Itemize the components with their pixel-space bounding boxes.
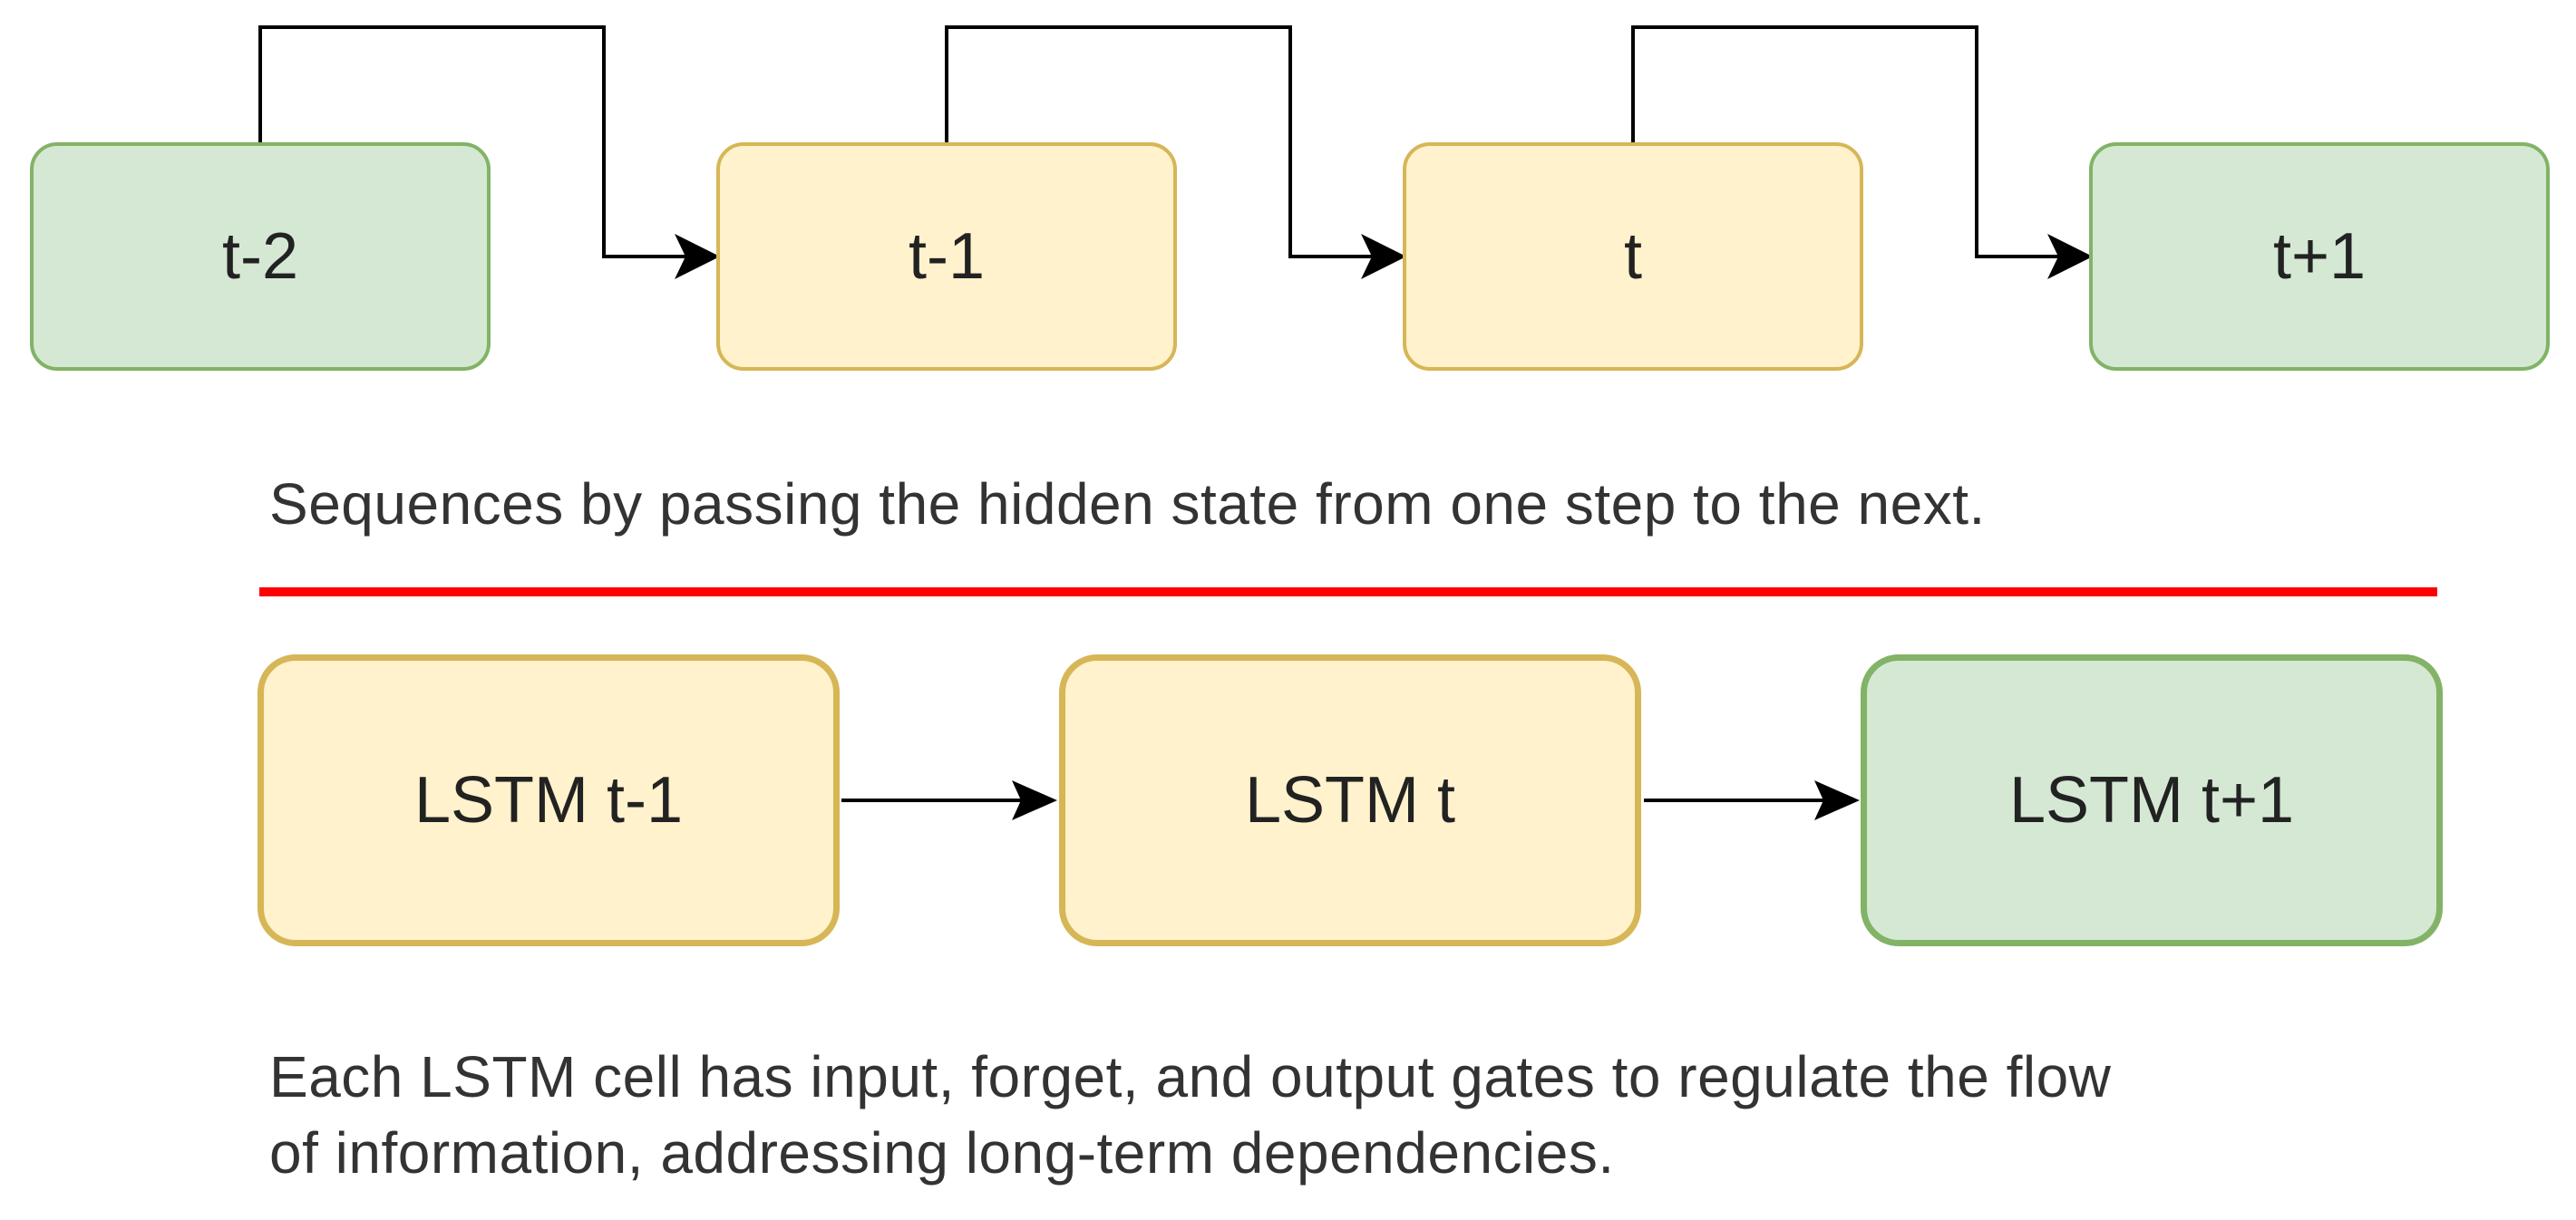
lstm-caption-line-2: of information, addressing long-term dep…	[269, 1120, 1615, 1186]
connector-t-1-to-t	[945, 25, 1399, 258]
lstm-cell-t+1: LSTM t+1	[1861, 654, 2443, 946]
step-label: t-2	[221, 220, 299, 293]
lstm-cell-label: LSTM t+1	[2008, 764, 2295, 837]
lstm-cell-label: LSTM t	[1244, 764, 1456, 837]
lstm-cell-label: LSTM t-1	[413, 764, 684, 837]
connector-t-to-t+1	[1631, 25, 2085, 258]
arrowhead-t	[1361, 234, 1406, 279]
step-label: t	[1623, 220, 1642, 293]
sequence-caption: Sequences by passing the hidden state fr…	[269, 471, 1986, 537]
lstm-caption: Each LSTM cell has input, forget, and ou…	[269, 1039, 2445, 1191]
step-label: t-1	[908, 220, 986, 293]
step-label: t+1	[2272, 220, 2367, 293]
step-box-t+1: t+1	[2089, 142, 2550, 371]
arrowhead-lstm-t	[1012, 780, 1057, 820]
lstm-cell-t: LSTM t	[1059, 654, 1641, 946]
arrowhead-t-1	[675, 234, 720, 279]
arrowhead-t+1	[2047, 234, 2093, 279]
arrowhead-lstm-t+1	[1814, 780, 1860, 820]
connector-t-2-to-t-1	[258, 25, 713, 258]
lstm-cell-t-1: LSTM t-1	[258, 654, 840, 946]
section-divider	[259, 587, 2437, 596]
lstm-caption-line-1: Each LSTM cell has input, forget, and ou…	[269, 1044, 2112, 1109]
step-box-t-2: t-2	[30, 142, 491, 371]
step-box-t: t	[1403, 142, 1863, 371]
step-box-t-1: t-1	[716, 142, 1177, 371]
